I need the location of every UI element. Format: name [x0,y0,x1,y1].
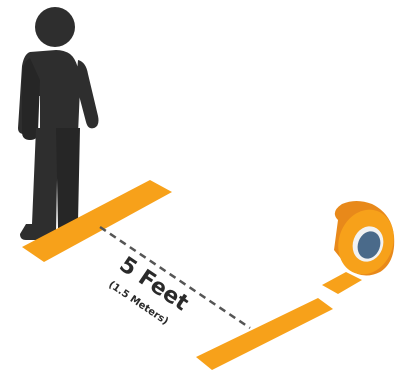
standing-person-icon [18,7,99,240]
tape-tail [322,272,362,294]
tape-strip-end [196,298,333,370]
tape-roll-icon [329,201,396,282]
